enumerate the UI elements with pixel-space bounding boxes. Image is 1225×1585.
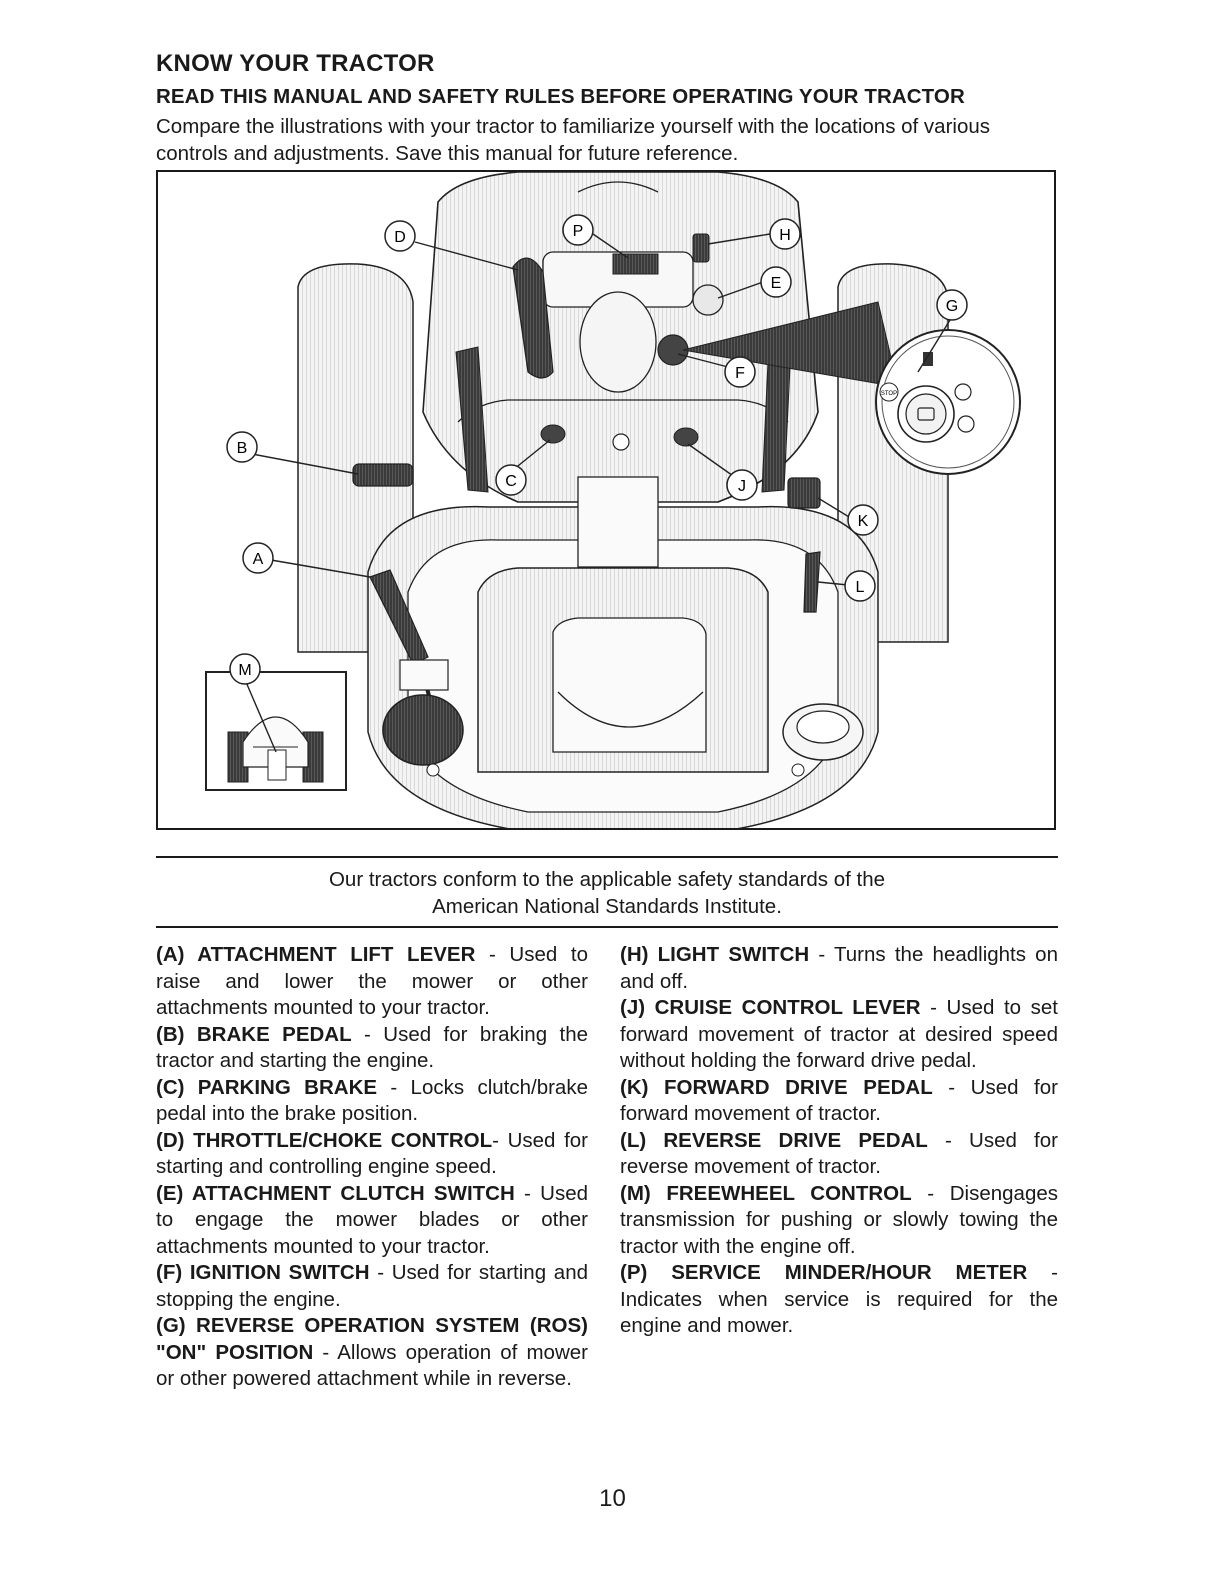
term: (K) FORWARD DRIVE PEDAL xyxy=(620,1075,933,1099)
description-service-minder: (P) SERVICE MINDER/HOUR METER - Indicate… xyxy=(620,1260,1058,1340)
page-number: 10 xyxy=(599,1485,626,1512)
description-light-switch: (H) LIGHT SWITCH - Turns the headlights … xyxy=(620,942,1058,995)
term: (L) REVERSE DRIVE PEDAL xyxy=(620,1128,928,1152)
callout-h: H xyxy=(769,218,801,250)
description-freewheel-control: (M) FREEWHEEL CONTROL - Disengages trans… xyxy=(620,1181,1058,1261)
description-cruise-control: (J) CRUISE CONTROL LEVER - Used to set f… xyxy=(620,995,1058,1075)
callout-d: D xyxy=(384,220,416,252)
description-parking-brake: (C) PARKING BRAKE - Locks clutch/brake p… xyxy=(156,1075,588,1128)
callout-l-label: L xyxy=(856,579,865,596)
term: (B) BRAKE PEDAL xyxy=(156,1022,352,1046)
definition: - Locks clutch/brake pedal into the brak… xyxy=(156,1075,588,1126)
definition: - Used to engage the mower blades or oth… xyxy=(156,1181,588,1258)
callout-h-label: H xyxy=(779,227,791,244)
description-brake-pedal: (B) BRAKE PEDAL - Used for braking the t… xyxy=(156,1022,588,1075)
term: (D) THROTTLE/CHOKE CONTROL xyxy=(156,1128,493,1152)
definition: - Used for forward movement of tractor. xyxy=(620,1075,1058,1126)
callout-e-label: E xyxy=(771,275,782,292)
term: (G) REVERSE OPERATION SYSTEM (ROS) "ON" … xyxy=(156,1314,588,1364)
descriptions-left-column: (A) ATTACHMENT LIFT LEVER - Used to rais… xyxy=(156,942,588,1393)
callout-b: B xyxy=(226,431,258,463)
definition: - Used for braking the tractor and start… xyxy=(156,1022,588,1073)
definition: - Turns the headlights on and off. xyxy=(620,943,1058,993)
callout-f-label: F xyxy=(735,365,745,382)
definition: - Used for reverse movement of tractor. xyxy=(620,1128,1058,1179)
description-reverse-drive-pedal: (L) REVERSE DRIVE PEDAL - Used for rever… xyxy=(620,1128,1058,1181)
definition: - Used for starting and stopping the eng… xyxy=(156,1261,588,1311)
description-ignition-switch: (F) IGNITION SWITCH - Used for starting … xyxy=(156,1260,588,1313)
description-attachment-lift-lever: (A) ATTACHMENT LIFT LEVER - Used to rais… xyxy=(156,942,588,1022)
term: (F) IGNITION SWITCH xyxy=(156,1261,370,1284)
callout-j: J xyxy=(726,469,758,501)
callout-j-label: J xyxy=(738,478,746,495)
callout-m-label: M xyxy=(238,662,251,679)
safety-subtitle: READ THIS MANUAL AND SAFETY RULES BEFORE… xyxy=(156,85,965,108)
definition: - Allows operation of mower or other pow… xyxy=(156,1340,588,1391)
definition: - Disengages transmission for pushing or… xyxy=(620,1181,1058,1258)
callout-k: K xyxy=(847,504,879,536)
callout-a-label: A xyxy=(253,551,264,568)
conformity-line-1: Our tractors conform to the applicable s… xyxy=(328,868,886,891)
callout-k-label: K xyxy=(858,513,869,530)
intro-paragraph: Compare the illustrations with your trac… xyxy=(156,115,991,165)
description-throttle-choke: (D) THROTTLE/CHOKE CONTROL- Used for sta… xyxy=(156,1128,588,1181)
description-forward-drive-pedal: (K) FORWARD DRIVE PEDAL - Used for forwa… xyxy=(620,1075,1058,1128)
top-divider xyxy=(156,856,1058,858)
callout-g: G xyxy=(936,289,968,321)
definition: - Used to raise and lower the mower or o… xyxy=(156,943,588,1019)
term: (H) LIGHT SWITCH xyxy=(620,943,810,966)
description-reverse-operation-system: (G) REVERSE OPERATION SYSTEM (ROS) "ON" … xyxy=(156,1313,588,1393)
callout-c-label: C xyxy=(505,473,517,490)
definition: - Used for starting and controlling engi… xyxy=(156,1128,588,1179)
page-title: KNOW YOUR TRACTOR xyxy=(156,50,435,77)
tractor-drawing: STOP xyxy=(205,172,1021,828)
callout-d-label: D xyxy=(394,229,406,246)
definition: - Indicates when service is required for… xyxy=(620,1261,1058,1337)
term: (J) CRUISE CONTROL LEVER xyxy=(620,996,921,1019)
term: (P) SERVICE MINDER/HOUR METER xyxy=(620,1261,1028,1284)
descriptions-right-column: (H) LIGHT SWITCH - Turns the headlights … xyxy=(620,942,1058,1340)
conformity-statement: Our tractors conform to the applicable s… xyxy=(156,866,1058,920)
conformity-line-2: American National Standards Institute. xyxy=(432,895,782,918)
callout-e: E xyxy=(760,266,792,298)
term: (A) ATTACHMENT LIFT LEVER xyxy=(156,943,476,966)
callout-m: M xyxy=(229,653,261,685)
tractor-controls-illustration: STOP xyxy=(156,170,1056,830)
ignition-stop-label: STOP xyxy=(881,391,897,397)
callout-p-label: P xyxy=(573,223,584,240)
callout-g-label: G xyxy=(946,298,958,315)
term: (C) PARKING BRAKE xyxy=(156,1075,378,1099)
callout-f: F xyxy=(724,356,756,388)
bottom-divider xyxy=(156,926,1058,928)
callout-b-label: B xyxy=(237,440,248,457)
term: (E) ATTACHMENT CLUTCH SWITCH xyxy=(156,1181,515,1205)
callout-labels: D P H E G B F C J K A L M xyxy=(226,214,968,685)
callout-c: C xyxy=(495,464,527,496)
definition: - Used to set forward movement of tracto… xyxy=(620,996,1058,1072)
callout-l: L xyxy=(844,570,876,602)
callout-p: P xyxy=(562,214,594,246)
term: (M) FREEWHEEL CONTROL xyxy=(620,1181,912,1205)
callout-a: A xyxy=(242,542,274,574)
description-attachment-clutch: (E) ATTACHMENT CLUTCH SWITCH - Used to e… xyxy=(156,1181,588,1261)
